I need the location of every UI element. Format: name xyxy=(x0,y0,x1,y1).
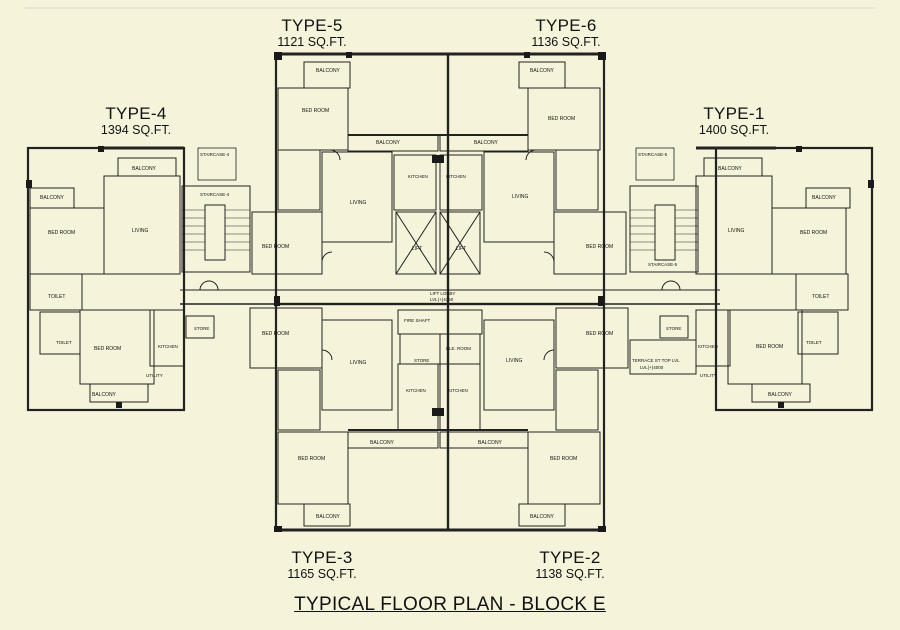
room-label: LIFT LOBBY xyxy=(430,291,455,296)
unit-label-type-6: TYPE-6 1136 SQ.FT. xyxy=(496,16,636,50)
room-label: LIVING xyxy=(350,360,367,366)
room-label: BED ROOM xyxy=(298,456,325,462)
room-label: BALCONY xyxy=(474,140,499,146)
room-label: TOILET xyxy=(806,340,822,345)
room-label: LVL(+)4000 xyxy=(640,365,664,370)
unit-type-area: 1400 SQ.FT. xyxy=(698,123,770,137)
room-label: STORE xyxy=(414,358,429,363)
room-label: BED ROOM xyxy=(48,230,75,236)
room-label: KITCHEN xyxy=(158,344,178,349)
unit-type-area: 1136 SQ.FT. xyxy=(531,35,601,49)
unit-type-1-outline xyxy=(714,146,874,412)
room-label: TOILET xyxy=(48,294,65,300)
room-label: TOILET xyxy=(812,294,829,300)
room-label: KITCHEN xyxy=(406,388,426,393)
room-label: KITCHEN xyxy=(408,174,428,179)
room-label: LVL(+)4350 xyxy=(430,297,454,302)
room-label: TERRACE ST TOP LVL xyxy=(632,358,680,363)
unit-label-type-1: TYPE-1 1400 SQ.FT. xyxy=(664,104,804,138)
room-label: BALCONY xyxy=(132,166,157,172)
room-label: BED ROOM xyxy=(756,344,783,350)
room-label: BED ROOM xyxy=(800,230,827,236)
room-label: ELE. ROOM xyxy=(446,346,471,351)
room-label: BED ROOM xyxy=(262,331,289,337)
room-label: BED ROOM xyxy=(94,346,121,352)
room-label: LIVING xyxy=(728,228,745,234)
room-label: LIVING xyxy=(506,358,523,364)
room-label: BALCONY xyxy=(370,440,395,446)
unit-type-name: TYPE-4 xyxy=(105,104,167,123)
room-label: STORE xyxy=(666,326,681,331)
room-label: KITCHEN xyxy=(448,388,468,393)
room-label: UTILITY xyxy=(700,373,717,378)
unit-type-3-outline xyxy=(274,302,450,532)
unit-type-2-outline xyxy=(446,302,606,532)
unit-type-name: TYPE-5 xyxy=(281,16,343,35)
room-label: BED ROOM xyxy=(548,116,575,122)
unit-type-4-outline xyxy=(26,146,186,412)
room-label: STAIRCASE-5 xyxy=(648,262,678,267)
room-label: BALCONY xyxy=(92,392,117,398)
room-label: LIFT xyxy=(412,246,422,252)
room-label: FIRE SHAFT xyxy=(404,318,431,323)
room-label: BED ROOM xyxy=(586,244,613,250)
room-label: UTILITY xyxy=(146,373,163,378)
plan-title: TYPICAL FLOOR PLAN - BLOCK E xyxy=(294,594,606,615)
unit-type-name: TYPE-1 xyxy=(703,104,765,123)
room-label: BALCONY xyxy=(530,514,555,520)
unit-label-type-2: TYPE-2 1138 SQ.FT. xyxy=(500,548,640,582)
room-label: BALCONY xyxy=(768,392,793,398)
room-label: BED ROOM xyxy=(302,108,329,114)
unit-type-name: TYPE-3 xyxy=(291,548,353,567)
room-label: LIVING xyxy=(132,228,149,234)
room-label: LIVING xyxy=(512,194,529,200)
room-label: BED ROOM xyxy=(550,456,577,462)
unit-label-type-5: TYPE-5 1121 SQ.FT. xyxy=(242,16,382,50)
room-label: BALCONY xyxy=(376,140,401,146)
room-label: KITCHEN xyxy=(698,344,718,349)
unit-type-area: 1121 SQ.FT. xyxy=(277,35,347,49)
room-label: BALCONY xyxy=(40,195,65,201)
unit-type-area: 1165 SQ.FT. xyxy=(287,567,357,581)
room-label: KITCHEN xyxy=(446,174,466,179)
room-label: LIFT xyxy=(456,246,466,252)
unit-label-type-3: TYPE-3 1165 SQ.FT. xyxy=(252,548,392,582)
unit-type-area: 1138 SQ.FT. xyxy=(535,567,605,581)
room-label: STORE xyxy=(194,326,209,331)
room-label: BALCONY xyxy=(316,514,341,520)
room-label: STAIRCASE-5 xyxy=(638,152,668,157)
room-label: BALCONY xyxy=(478,440,503,446)
room-label: BALCONY xyxy=(530,68,555,74)
room-label: BALCONY xyxy=(718,166,743,172)
unit-type-area: 1394 SQ.FT. xyxy=(100,123,172,137)
unit-type-name: TYPE-6 xyxy=(535,16,597,35)
room-label: LIVING xyxy=(350,200,367,206)
room-label: STAIRCASE-4 xyxy=(200,152,230,157)
unit-type-5-outline xyxy=(274,52,450,306)
room-label: TOILET xyxy=(56,340,72,345)
unit-type-name: TYPE-2 xyxy=(539,548,601,567)
room-label: BALCONY xyxy=(316,68,341,74)
unit-label-type-4: TYPE-4 1394 SQ.FT. xyxy=(66,104,206,138)
room-label: BALCONY xyxy=(812,195,837,201)
room-label: BED ROOM xyxy=(262,244,289,250)
room-label: BED ROOM xyxy=(586,331,613,337)
room-label: STAIRCASE-4 xyxy=(200,192,230,197)
unit-type-6-outline xyxy=(446,52,606,306)
